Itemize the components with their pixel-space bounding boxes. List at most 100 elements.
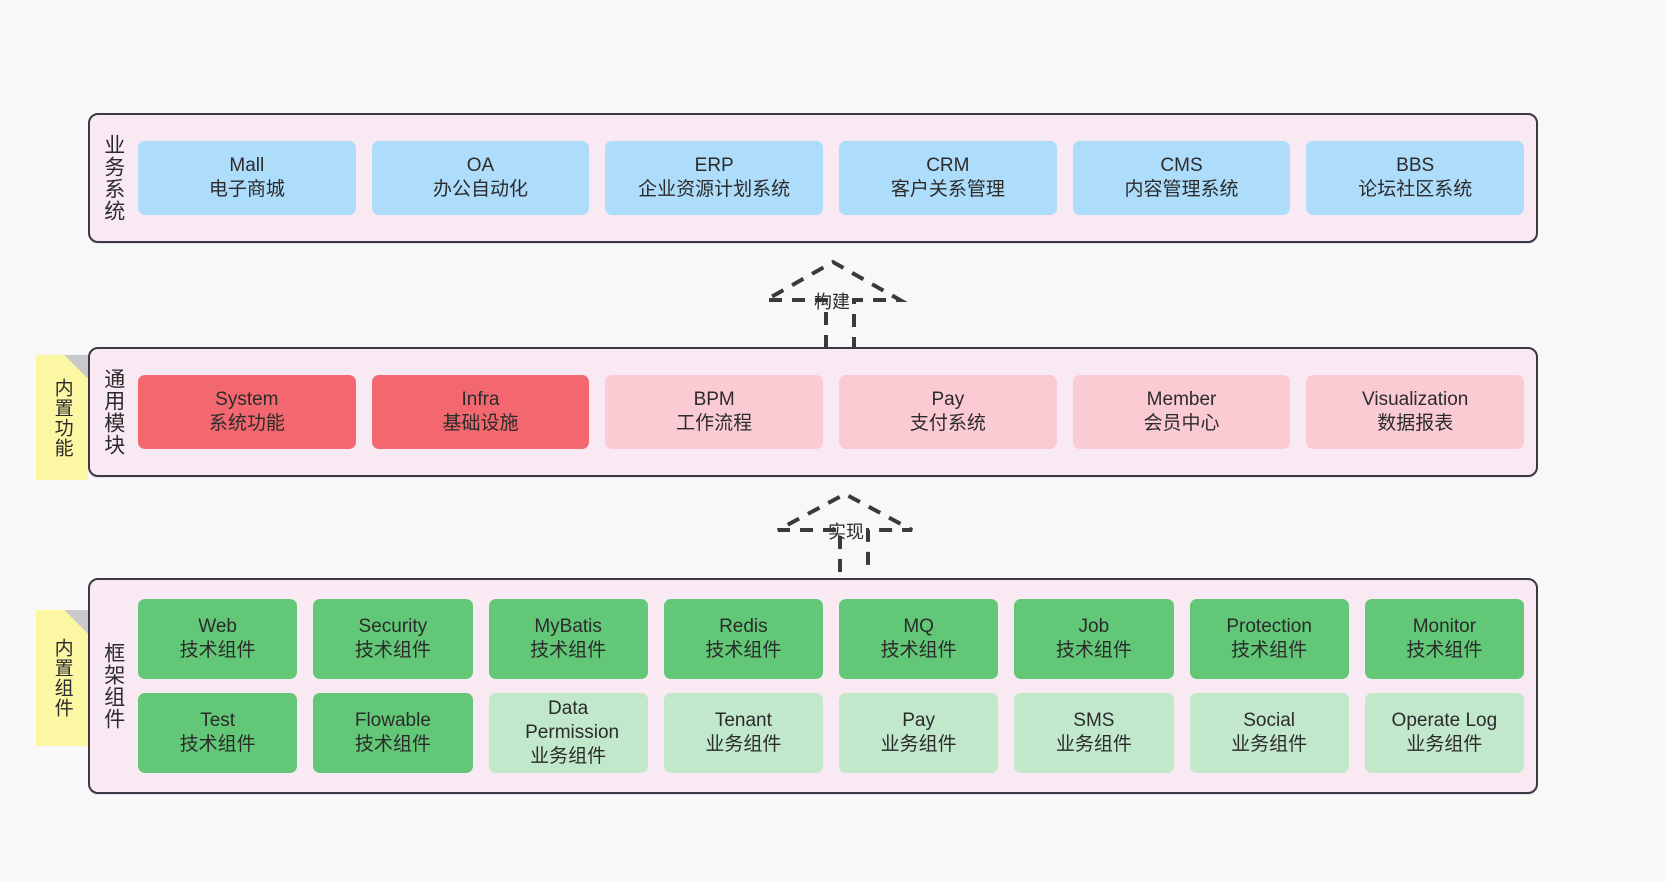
card-title-cn: 技术组件 (354, 734, 431, 755)
card-title-en: Protection (1226, 616, 1312, 638)
card-title-en: Pay (902, 710, 935, 732)
card-title-en: CMS (1160, 155, 1203, 177)
card-title-en: MQ (903, 616, 934, 638)
card-title-en: Web (198, 616, 237, 638)
card-title-cn: 企业资源计划系统 (638, 179, 791, 200)
card-title-cn: 业务组件 (880, 734, 957, 755)
card-title-cn: 数据报表 (1377, 413, 1454, 434)
connector-build-arrow (758, 259, 908, 348)
card-infra[interactable]: Infra 基础设施 (371, 375, 590, 449)
card-title-cn: 支付系统 (909, 413, 986, 434)
card-title-en: BPM (693, 389, 735, 411)
card-visualization[interactable]: Visualization 数据报表 (1306, 375, 1525, 449)
card-title-cn: 技术组件 (705, 640, 782, 661)
card-social[interactable]: Social 业务组件 (1189, 693, 1349, 773)
card-title-cn: 业务组件 (530, 745, 607, 767)
card-title-en: Job (1078, 616, 1110, 638)
card-title-cn: 技术组件 (179, 734, 256, 755)
card-title-en: Tenant (714, 710, 772, 732)
card-title-cn: 技术组件 (880, 640, 957, 661)
card-crm[interactable]: CRM 客户关系管理 (839, 141, 1057, 215)
card-title-cn: 基础设施 (442, 413, 519, 434)
card-web[interactable]: Web 技术组件 (138, 599, 298, 679)
card-title-cn: 会员中心 (1143, 413, 1220, 434)
card-protection[interactable]: Protection 技术组件 (1189, 599, 1349, 679)
card-title-en: Pay (931, 389, 965, 411)
card-title-cn: 业务组件 (1231, 734, 1308, 755)
sticky-fold-corner-icon (64, 610, 88, 634)
card-title-cn: 办公自动化 (433, 179, 529, 200)
card-title-cn: 内容管理系统 (1124, 179, 1239, 200)
framework-card-row-technical: Web 技术组件 Security 技术组件 MyBatis 技术组件 Redi… (138, 599, 1524, 679)
card-data-permission[interactable]: Data Permission 业务组件 (488, 693, 648, 773)
common-card-row: System 系统功能 Infra 基础设施 BPM 工作流程 Pay 支付系统… (138, 375, 1525, 449)
card-mall[interactable]: Mall 电子商城 (138, 141, 356, 215)
sticky-note-builtin-components-label: 内置组件 (51, 638, 73, 718)
card-title-cn: 客户关系管理 (890, 179, 1005, 200)
card-title-cn: 工作流程 (676, 413, 753, 434)
card-title-en: Redis (719, 616, 768, 638)
sticky-note-builtin-features-label: 内置功能 (51, 377, 73, 458)
card-title-cn: 技术组件 (530, 640, 607, 661)
card-title-en: Flowable (354, 710, 431, 732)
card-mybatis[interactable]: MyBatis 技术组件 (488, 599, 648, 679)
card-title-cn: 技术组件 (179, 640, 256, 661)
card-title-en: ERP (694, 155, 734, 177)
card-system[interactable]: System 系统功能 (138, 375, 356, 449)
card-title-cn: 技术组件 (354, 640, 431, 661)
card-title-cn: 技术组件 (1406, 640, 1483, 661)
layer-common-modules-label: 通用模块 (101, 368, 125, 456)
connector-build: 构建 (758, 258, 908, 348)
card-title-cn: 业务组件 (1055, 734, 1132, 755)
card-title-en: BBS (1396, 155, 1435, 177)
card-monitor[interactable]: Monitor 技术组件 (1364, 599, 1524, 679)
card-title-cn: 论坛社区系统 (1358, 179, 1473, 200)
card-job[interactable]: Job 技术组件 (1014, 599, 1174, 679)
card-title-en: OA (466, 155, 495, 177)
card-member[interactable]: Member 会员中心 (1072, 375, 1291, 449)
card-sms[interactable]: SMS 业务组件 (1014, 693, 1174, 773)
card-title-cn: 技术组件 (1055, 640, 1132, 661)
layer-business-systems-cards: Mall 电子商城 OA 办公自动化 ERP 企业资源计划系统 CRM 客户关系… (136, 115, 1536, 241)
card-security[interactable]: Security 技术组件 (313, 599, 473, 679)
card-title-cn: 业务组件 (1406, 734, 1483, 755)
card-title-cn: 电子商城 (208, 179, 285, 200)
card-operate-log[interactable]: Operate Log 业务组件 (1364, 693, 1524, 773)
card-redis[interactable]: Redis 技术组件 (663, 599, 823, 679)
sticky-note-builtin-features: 内置功能 (36, 355, 88, 480)
framework-card-row-business: Test 技术组件 Flowable 技术组件 Data Permission … (138, 693, 1524, 773)
connector-implement-arrow (777, 491, 913, 572)
card-test[interactable]: Test 技术组件 (138, 693, 298, 773)
card-title-en: SMS (1073, 710, 1115, 732)
business-card-row: Mall 电子商城 OA 办公自动化 ERP 企业资源计划系统 CRM 客户关系… (138, 141, 1525, 215)
layer-business-systems-label: 业务系统 (101, 134, 125, 222)
layer-business-systems: 业务系统 Mall 电子商城 OA 办公自动化 ERP 企业资源计划系统 CRM… (88, 113, 1538, 243)
card-pay-component[interactable]: Pay 业务组件 (839, 693, 999, 773)
card-pay-module[interactable]: Pay 支付系统 (839, 375, 1057, 449)
layer-common-modules: 通用模块 System 系统功能 Infra 基础设施 BPM 工作流程 Pay… (88, 347, 1538, 477)
card-title-en: Security (358, 616, 428, 638)
card-oa[interactable]: OA 办公自动化 (371, 141, 590, 215)
card-bbs[interactable]: BBS 论坛社区系统 (1306, 141, 1525, 215)
card-title-en: System (215, 389, 279, 411)
card-title-cn: 系统功能 (208, 413, 285, 434)
card-title-en: Test (200, 710, 236, 732)
connector-implement: 实现 (772, 490, 922, 572)
card-title-en: CRM (926, 155, 970, 177)
card-title-en: Social (1243, 710, 1295, 732)
card-tenant[interactable]: Tenant 业务组件 (663, 693, 823, 773)
card-title-en: Operate Log (1391, 710, 1498, 732)
card-title-en: Member (1146, 389, 1217, 411)
layer-framework-components: 框架组件 Web 技术组件 Security 技术组件 MyBatis 技术组件… (88, 578, 1538, 794)
layer-framework-components-cards: Web 技术组件 Security 技术组件 MyBatis 技术组件 Redi… (136, 580, 1536, 792)
card-cms[interactable]: CMS 内容管理系统 (1072, 141, 1291, 215)
card-title-en: Data Permission (525, 698, 620, 744)
card-mq[interactable]: MQ 技术组件 (839, 599, 999, 679)
layer-framework-components-label: 框架组件 (101, 642, 125, 730)
card-bpm[interactable]: BPM 工作流程 (605, 375, 824, 449)
card-flowable[interactable]: Flowable 技术组件 (313, 693, 473, 773)
card-title-en: Visualization (1362, 389, 1469, 411)
card-title-en: Mall (229, 155, 265, 177)
card-erp[interactable]: ERP 企业资源计划系统 (605, 141, 824, 215)
